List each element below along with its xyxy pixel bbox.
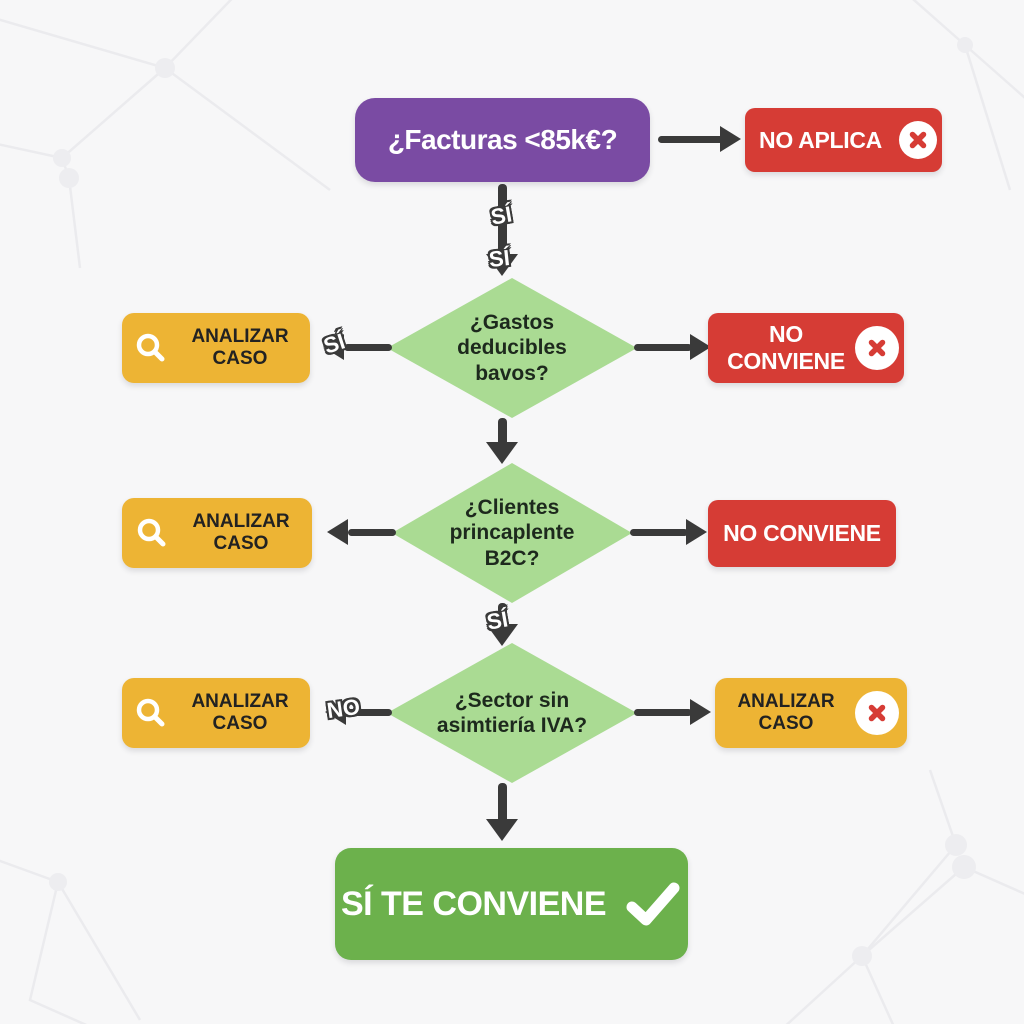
analizar-caso-node-row1: ANALIZAR CASO bbox=[122, 313, 310, 383]
edge-label-si-1: SÍ bbox=[488, 201, 514, 230]
arrowhead-decision3-to-analizar bbox=[325, 699, 346, 725]
arrowhead-start-to-decision1 bbox=[486, 254, 518, 276]
arrowhead-decision2-to-analizar bbox=[327, 519, 348, 545]
arrow-decision1-to-analizar bbox=[344, 344, 392, 351]
arrowhead-decision3-to-final bbox=[486, 819, 518, 841]
arrowhead-decision1-to-decision2 bbox=[486, 442, 518, 464]
arrow-decision3-to-analizar bbox=[346, 709, 392, 716]
arrowhead-decision2-to-no-conviene bbox=[686, 519, 707, 545]
check-icon bbox=[624, 881, 682, 927]
analizar-caso-label-row3: ANALIZAR CASO bbox=[191, 691, 289, 734]
no-conviene-node-row2: NO CONVIENE bbox=[708, 500, 896, 567]
start-node-label: ¿Facturas <85k€? bbox=[387, 124, 618, 155]
analizar-caso-node-row2: ANALIZAR CASO bbox=[122, 498, 312, 568]
magnifier-icon bbox=[134, 515, 170, 551]
arrowhead-decision2-to-decision3 bbox=[486, 624, 518, 646]
start-node-facturas: ¿Facturas <85k€? bbox=[355, 98, 650, 182]
decision3-sector-iva: ¿Sector sin asimtiería IVA? bbox=[387, 643, 637, 783]
decision2-label: ¿Clientes princaplente B2C? bbox=[449, 496, 575, 570]
arrow-decision2-to-decision3 bbox=[498, 603, 507, 628]
edge-label-si-2: SÍ bbox=[487, 244, 511, 273]
analizar-caso-label-row2: ANALIZAR CASO bbox=[192, 511, 290, 554]
x-circle-icon bbox=[899, 121, 937, 159]
analizar-caso-label-row3-right: ANALIZAR CASO bbox=[737, 691, 835, 734]
analizar-caso-node-row3-right: ANALIZAR CASO bbox=[715, 678, 907, 748]
magnifier-icon bbox=[133, 330, 169, 366]
no-aplica-node: NO APLICA bbox=[745, 108, 942, 172]
arrowhead-decision1-to-analizar bbox=[323, 334, 344, 360]
final-node-si-te-conviene: SÍ TE CONVIENE bbox=[335, 848, 688, 960]
x-circle-icon bbox=[855, 326, 899, 370]
no-conviene-node-row1: NO CONVIENE bbox=[708, 313, 904, 383]
arrow-start-to-decision1 bbox=[498, 184, 507, 256]
arrow-decision3-to-final bbox=[498, 783, 507, 823]
arrowhead-start-to-no-aplica bbox=[720, 126, 741, 152]
arrow-start-to-no-aplica bbox=[658, 136, 724, 143]
analizar-caso-label-row1: ANALIZAR CASO bbox=[191, 326, 289, 369]
arrow-decision3-to-analizar-right bbox=[634, 709, 692, 716]
decision1-gastos-deducibles: ¿Gastos deducibles bavos? bbox=[387, 278, 637, 418]
arrow-decision1-to-no-conviene bbox=[634, 344, 692, 351]
x-circle-icon bbox=[855, 691, 899, 735]
arrow-decision2-to-no-conviene bbox=[630, 529, 688, 536]
arrowhead-decision3-to-analizar-right bbox=[690, 699, 711, 725]
arrow-decision1-to-decision2 bbox=[498, 418, 507, 446]
magnifier-icon bbox=[133, 695, 169, 731]
edge-label-decision2-si: SÍ bbox=[484, 606, 510, 635]
no-conviene-label-row2: NO CONVIENE bbox=[723, 520, 881, 546]
no-conviene-label-row1: NO CONVIENE bbox=[727, 321, 845, 374]
arrowhead-decision1-to-no-conviene bbox=[690, 334, 711, 360]
arrow-decision2-to-analizar bbox=[348, 529, 396, 536]
final-node-label: SÍ TE CONVIENE bbox=[340, 884, 607, 923]
analizar-caso-node-row3: ANALIZAR CASO bbox=[122, 678, 310, 748]
no-aplica-label: NO APLICA bbox=[759, 126, 882, 153]
decision2-clientes-b2c: ¿Clientes princaplente B2C? bbox=[392, 463, 632, 603]
edge-label-decision3-no: NO bbox=[325, 693, 362, 724]
decision3-label: ¿Sector sin asimtiería IVA? bbox=[436, 688, 588, 737]
decision1-label: ¿Gastos deducibles bavos? bbox=[457, 311, 567, 385]
